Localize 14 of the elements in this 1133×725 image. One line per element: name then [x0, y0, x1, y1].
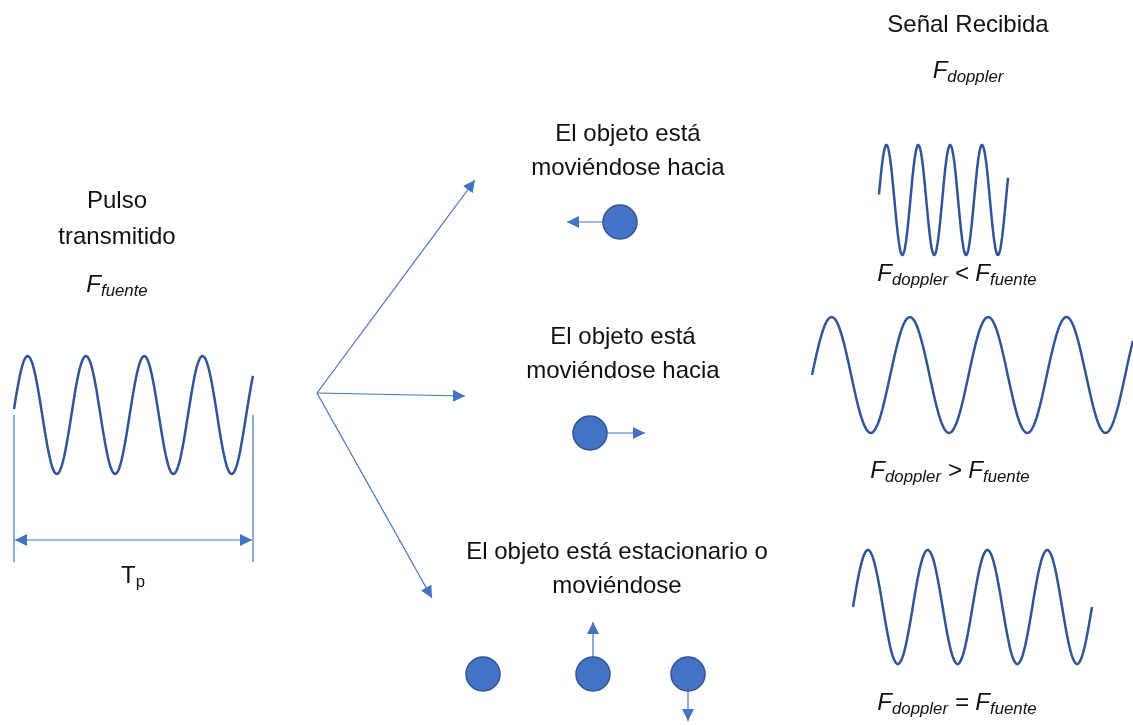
formula-label: F$_{doppler}$ > F$_{fuente}$	[869, 455, 1031, 489]
formula-label: F$_{fuente}$	[85, 269, 149, 303]
formula-label: F$_{doppler}$ < F$_{fuente}$	[876, 258, 1038, 292]
statement-text: El objeto está moviéndose hacia	[530, 118, 726, 182]
text-label: Pulso transmitido	[57, 185, 177, 251]
statement-text: El objeto está moviéndose hacia	[525, 321, 721, 385]
arrow	[316, 179, 476, 394]
statement-text: El objeto está estacionario o moviéndose	[465, 535, 769, 600]
text-label: T$_{p}$	[120, 560, 146, 594]
text-label: Señal Recibida	[886, 9, 1050, 39]
formula-label: F$_{doppler}$ = F$_{fuente}$	[876, 687, 1038, 721]
arrow	[316, 392, 433, 599]
arrow	[316, 389, 466, 402]
formula-label: F$_{doppler}$	[931, 55, 1005, 89]
